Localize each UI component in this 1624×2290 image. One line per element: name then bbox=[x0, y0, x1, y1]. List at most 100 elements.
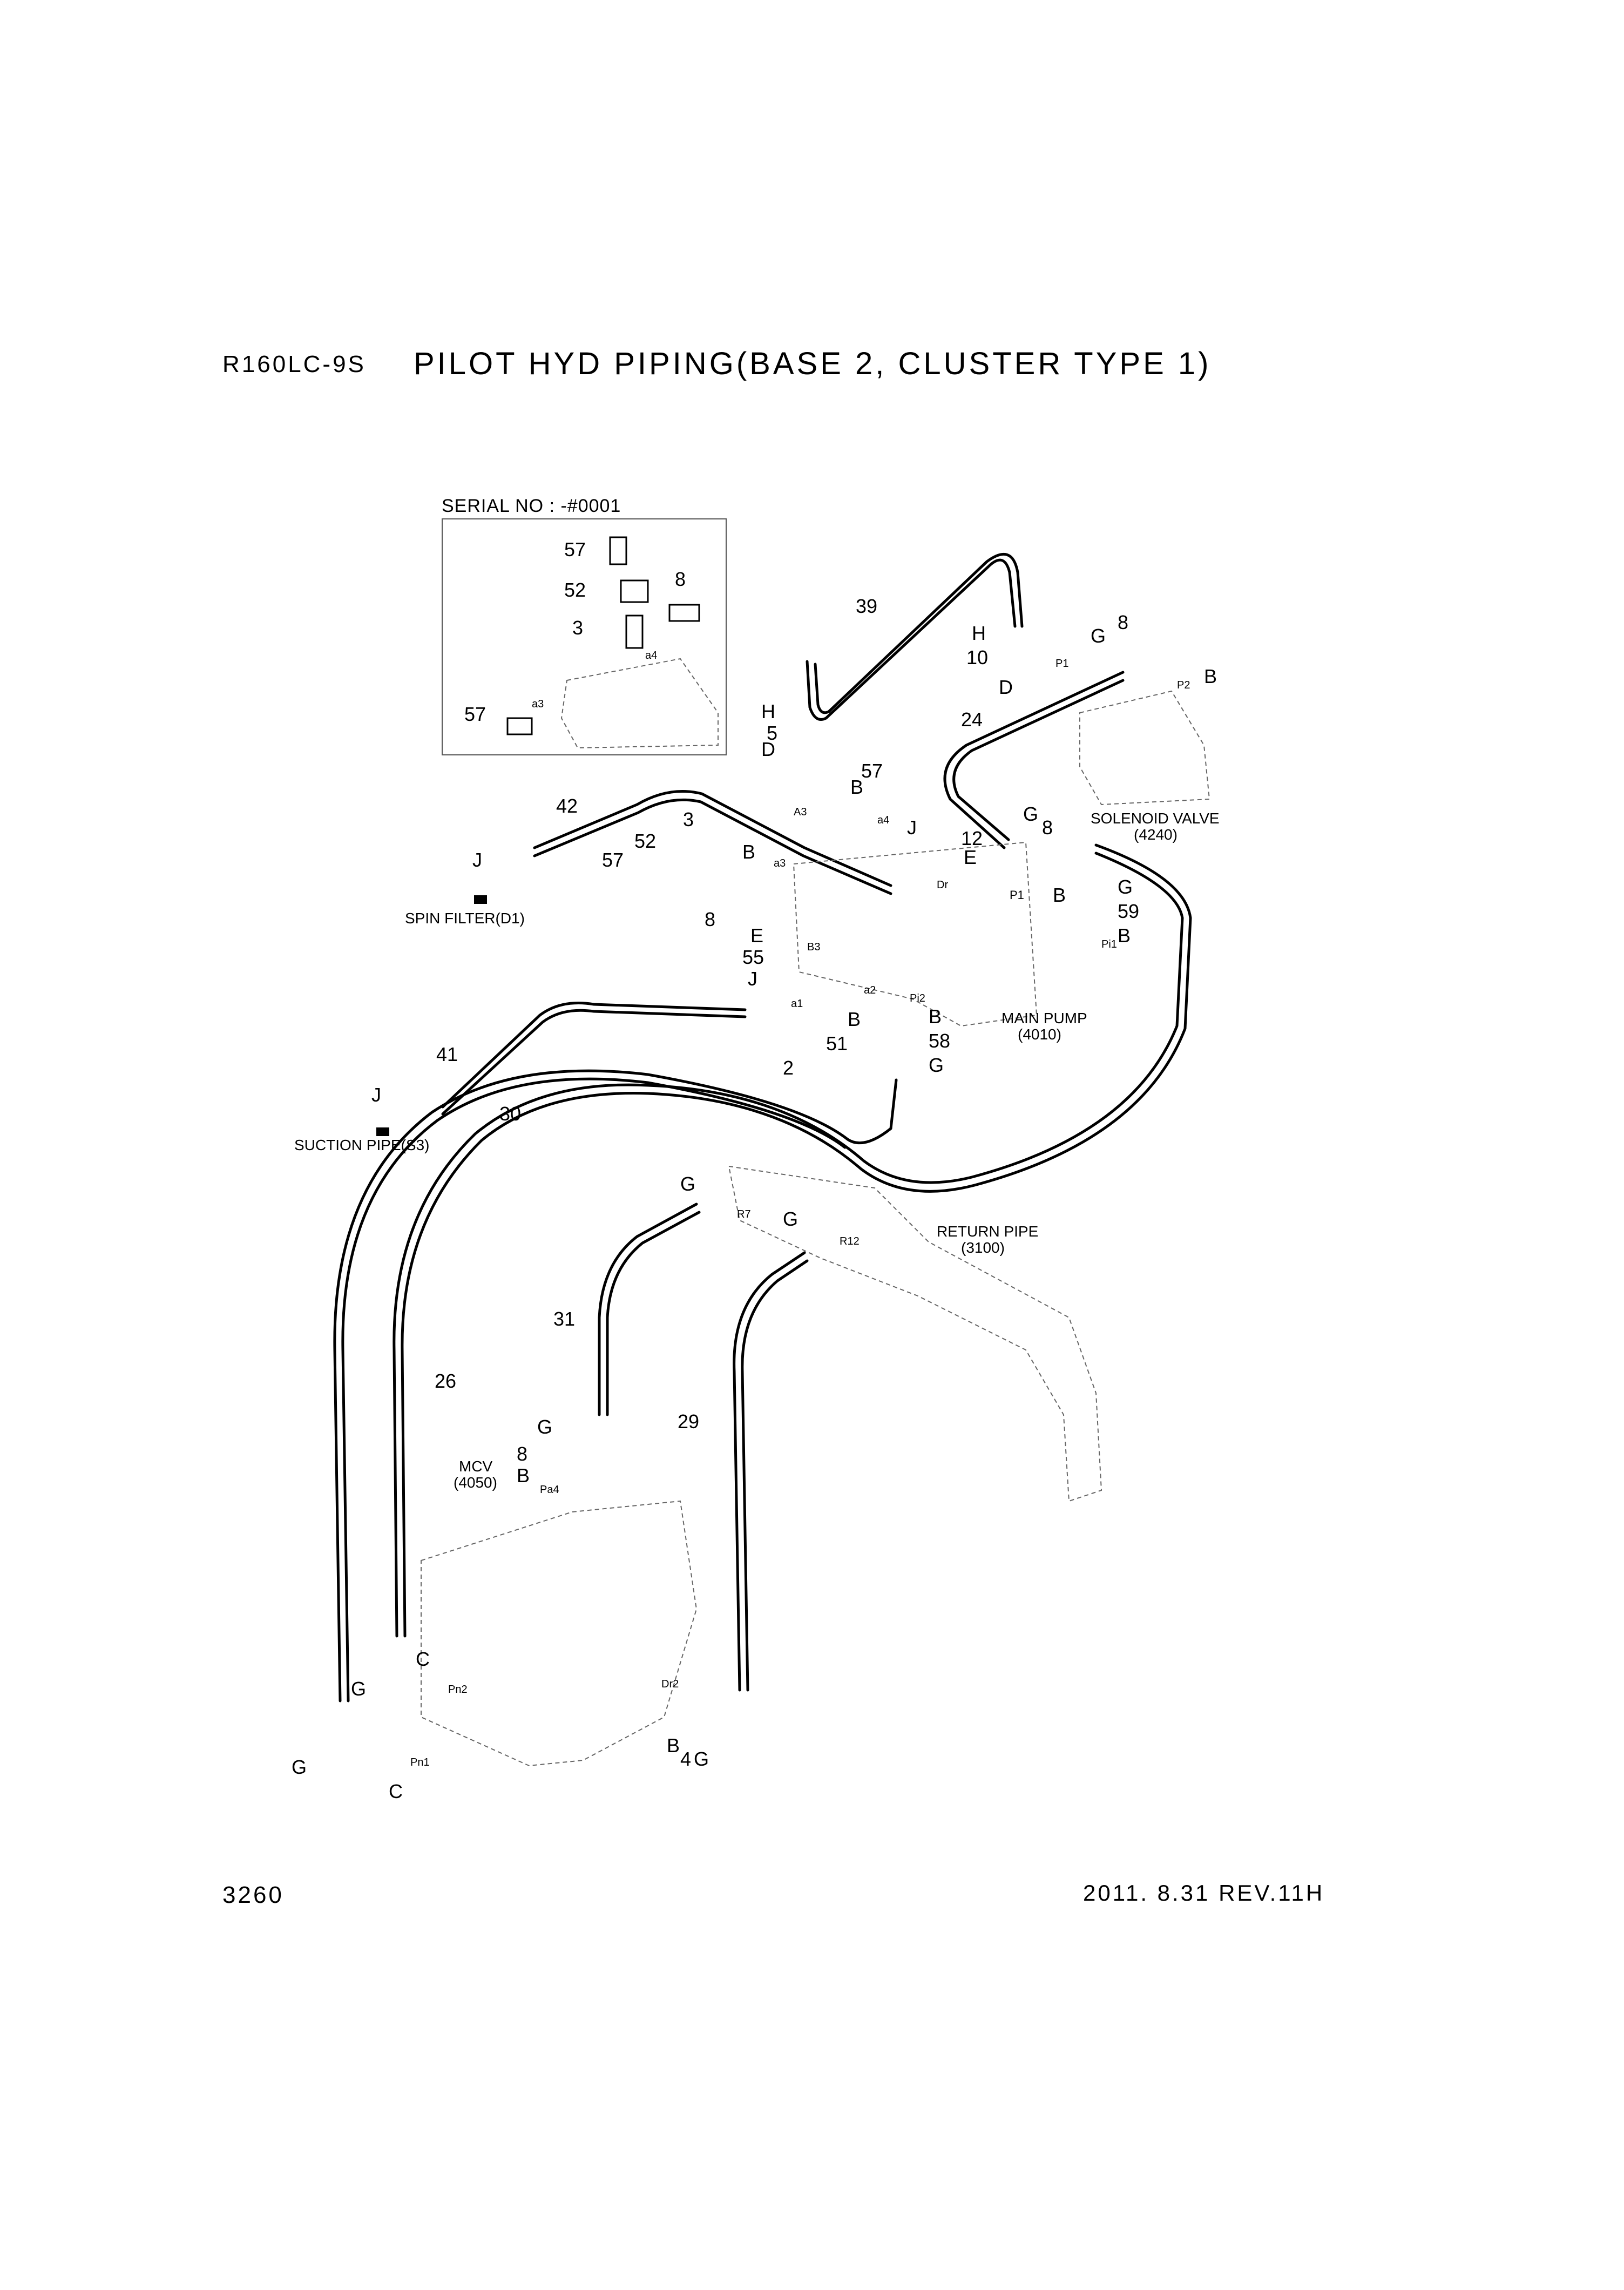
port-label: Pa4 bbox=[540, 1484, 559, 1496]
callout: 31 bbox=[553, 1308, 575, 1330]
port-label: P1 bbox=[1055, 658, 1068, 670]
callout: G bbox=[783, 1208, 798, 1230]
callout: 57 bbox=[464, 703, 486, 725]
component-labels: SPIN FILTER(D1) SUCTION PIPE(S3) SOLENOI… bbox=[294, 810, 1220, 1491]
callout: G bbox=[694, 1748, 709, 1770]
callout: E bbox=[750, 924, 763, 947]
callout: 3 bbox=[683, 808, 694, 830]
callout: 3 bbox=[572, 617, 583, 639]
main-pump-label: MAIN PUMP bbox=[1002, 1010, 1087, 1026]
port-label: Dr2 bbox=[661, 1678, 679, 1690]
port-label: a4 bbox=[877, 814, 889, 826]
port-label: Dr bbox=[937, 879, 948, 891]
revision-date: 2011. 8.31 REV.11H bbox=[1083, 1880, 1325, 1906]
callout: B bbox=[848, 1008, 861, 1030]
fitting-57-bottom bbox=[506, 717, 533, 735]
return-pipe-label: RETURN PIPE bbox=[937, 1223, 1038, 1240]
callout: B bbox=[850, 776, 863, 798]
callout: 10 bbox=[966, 646, 988, 668]
mcv-number: (4050) bbox=[454, 1474, 497, 1491]
callout: G bbox=[1118, 876, 1133, 898]
callout: 4 bbox=[680, 1748, 691, 1770]
callout: 26 bbox=[435, 1370, 456, 1392]
port-labels: a4 a3 A3 a4 a3 P1 P2 Dr B3 a1 a2 Pi1 Pi2… bbox=[410, 650, 1190, 1768]
callout: B bbox=[517, 1464, 530, 1487]
port-label: a4 bbox=[645, 650, 657, 661]
callout: B bbox=[742, 841, 755, 863]
solenoid-valve-outline bbox=[1079, 690, 1210, 806]
callout: 52 bbox=[564, 579, 586, 601]
port-label: A3 bbox=[794, 806, 807, 818]
callout: 55 bbox=[742, 946, 764, 968]
solenoid-valve-label: SOLENOID VALVE bbox=[1091, 810, 1220, 827]
port-label: Pn2 bbox=[448, 1684, 468, 1695]
callout: 57 bbox=[861, 760, 883, 782]
callout: H bbox=[972, 622, 986, 644]
hose-26 bbox=[393, 852, 1184, 1638]
callout: J bbox=[907, 816, 917, 839]
port-label: Pn1 bbox=[410, 1757, 430, 1768]
hose-30 bbox=[333, 1069, 898, 1703]
callout: 58 bbox=[929, 1030, 950, 1052]
callout: B bbox=[1204, 665, 1217, 687]
port-label: a2 bbox=[864, 984, 876, 996]
page-title: PILOT HYD PIPING(BASE 2, CLUSTER TYPE 1) bbox=[414, 346, 1212, 381]
callout: H bbox=[761, 700, 775, 722]
solenoid-valve-number: (4240) bbox=[1134, 826, 1178, 843]
callout: 41 bbox=[436, 1043, 458, 1065]
callout: G bbox=[351, 1678, 366, 1700]
hose-39 bbox=[806, 558, 1017, 721]
port-label: R12 bbox=[840, 1235, 860, 1247]
callout: G bbox=[292, 1756, 307, 1778]
callout: 59 bbox=[1118, 900, 1139, 922]
port-label: Pi2 bbox=[910, 992, 925, 1004]
callout: 57 bbox=[602, 849, 624, 871]
callout: C bbox=[416, 1648, 430, 1670]
port-label: a1 bbox=[791, 998, 803, 1010]
callout: 29 bbox=[678, 1410, 699, 1433]
port-label: a3 bbox=[774, 857, 786, 869]
callout: B bbox=[929, 1005, 942, 1028]
mcv-outline bbox=[421, 1500, 698, 1767]
callout: 30 bbox=[499, 1103, 521, 1125]
callout: G bbox=[680, 1173, 695, 1195]
inset-block-outline bbox=[560, 658, 719, 749]
return-pipe-number: (3100) bbox=[961, 1239, 1005, 1256]
hose-41 bbox=[441, 1002, 747, 1109]
callout: 8 bbox=[517, 1443, 527, 1465]
callout: 51 bbox=[826, 1032, 848, 1055]
page-number: 3260 bbox=[222, 1882, 284, 1908]
callout: B bbox=[1118, 924, 1131, 947]
fitting-3 bbox=[625, 614, 644, 649]
port-label: P2 bbox=[1177, 679, 1190, 691]
port-label: P1 bbox=[1010, 888, 1024, 902]
callout: 2 bbox=[783, 1057, 794, 1079]
fitting-52 bbox=[620, 579, 649, 603]
callout: B bbox=[1053, 884, 1066, 906]
callout: E bbox=[964, 846, 977, 868]
callout: 24 bbox=[961, 708, 983, 731]
callout: G bbox=[537, 1416, 552, 1438]
callout: J bbox=[472, 849, 482, 871]
callout: 52 bbox=[634, 830, 656, 852]
callout: 39 bbox=[856, 595, 877, 617]
callout-numbers: 57 52 8 3 57 39 H 10 D 8 G B H 5 D 24 57… bbox=[292, 538, 1217, 1802]
port-label: R7 bbox=[737, 1208, 751, 1220]
spin-filter-label: SPIN FILTER(D1) bbox=[405, 910, 525, 927]
callout: G bbox=[1091, 625, 1106, 647]
spin-filter-marker bbox=[474, 895, 487, 904]
callout: 8 bbox=[705, 908, 715, 930]
fitting-57-top bbox=[609, 536, 627, 565]
suction-pipe-marker bbox=[376, 1127, 389, 1136]
mcv-label: MCV bbox=[459, 1458, 493, 1475]
callout: 8 bbox=[1042, 816, 1053, 839]
suction-pipe-label: SUCTION PIPE(S3) bbox=[294, 1137, 429, 1153]
model-code: R160LC-9S bbox=[222, 351, 366, 377]
hose-42 bbox=[533, 790, 892, 887]
callout: 5 bbox=[767, 722, 777, 744]
port-label: a3 bbox=[532, 698, 544, 710]
main-pump-number: (4010) bbox=[1018, 1026, 1061, 1043]
callout: J bbox=[748, 968, 757, 990]
callout: 8 bbox=[1118, 611, 1128, 633]
